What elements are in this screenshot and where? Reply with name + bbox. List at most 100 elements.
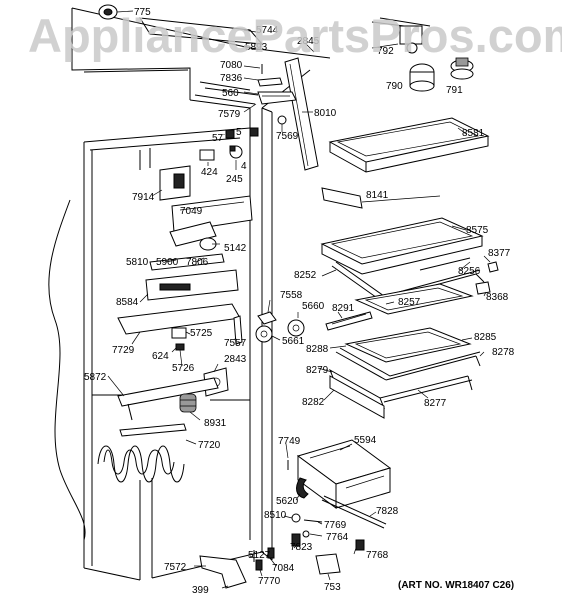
part-7557-roller: [233, 315, 243, 345]
label-7749: 7749: [278, 436, 301, 447]
part-5-clip: [249, 127, 259, 137]
part-8575-shelf: [320, 217, 484, 275]
part-8141: [321, 187, 363, 209]
label-7080: 7080: [220, 60, 243, 71]
label-8581: 8581: [462, 128, 485, 139]
label-8931: 8931: [204, 418, 227, 429]
label-7558: 7558: [280, 290, 303, 301]
part-792-valve: [371, 17, 431, 54]
label-8279: 8279: [306, 365, 329, 376]
label-7770: 7770: [258, 576, 281, 587]
part-7569: [277, 115, 287, 125]
label-5893: 5893: [245, 42, 268, 53]
part-7084: [267, 547, 275, 559]
part-5900-strip: [149, 253, 225, 271]
part-8584-panel: [145, 269, 239, 301]
part-7558-pin: [257, 311, 277, 325]
part-7049-housing: [169, 195, 253, 247]
label-2843: 2843: [224, 354, 247, 365]
part-8010-trim: [284, 57, 319, 171]
part-5726: [175, 343, 185, 351]
part-8285-shelf: [344, 327, 472, 363]
label-5744: 5744: [256, 25, 279, 36]
label-399: 399: [192, 585, 209, 596]
label-8510: 8510: [264, 510, 287, 521]
label-7579: 7579: [218, 109, 241, 120]
part-5594-housing: [296, 439, 392, 509]
part-791: [450, 57, 474, 80]
top-panel: [139, 17, 264, 96]
label-7729: 7729: [112, 345, 135, 356]
label-8285: 8285: [474, 332, 497, 343]
label-5660: 5660: [302, 301, 325, 312]
part-5872-crossbar: [117, 377, 219, 421]
part-7836: [257, 77, 283, 87]
label-8368: 8368: [486, 292, 509, 303]
label-560: 560: [222, 88, 239, 99]
label-5594: 5594: [354, 435, 377, 446]
label-791: 791: [446, 85, 463, 96]
part-7769: [303, 519, 323, 523]
part-7914-housing: [159, 165, 191, 201]
label-7769: 7769: [324, 520, 347, 531]
part-5660-wheel: [287, 319, 305, 337]
label-753: 753: [324, 582, 341, 593]
leader-lines: [107, 10, 491, 589]
part-790-solenoid: [409, 63, 435, 92]
label-5127: 5127: [248, 550, 271, 561]
part-7768-screw: [355, 539, 365, 551]
label-7557: 7557: [224, 338, 247, 349]
part-8282-bracket: [329, 375, 385, 419]
label-57: 57: [212, 133, 224, 144]
part-5725: [171, 327, 187, 339]
label-5810: 5810: [126, 257, 149, 268]
part-8291-strip: [325, 311, 373, 331]
part-57-clip: [225, 129, 235, 139]
part-560-bracket: [257, 91, 297, 105]
part-number-labels: 775 5744 5893 2845 792 7080 7836 790 791…: [84, 7, 515, 596]
label-7572: 7572: [164, 562, 187, 573]
label-2845: 2845: [297, 36, 320, 47]
label-8584: 8584: [116, 297, 139, 308]
label-7569: 7569: [276, 131, 299, 142]
label-8277: 8277: [424, 398, 447, 409]
art-number: (ART NO. WR18407 C26): [398, 580, 515, 591]
part-7572-hinge: [199, 555, 247, 589]
label-5872: 5872: [84, 372, 107, 383]
label-8256: 8256: [458, 266, 481, 277]
part-5620-clip: [296, 477, 309, 499]
label-8288: 8288: [306, 344, 329, 355]
label-5900: 5900: [156, 257, 179, 268]
label-7806: 7806: [186, 257, 209, 268]
label-8377: 8377: [488, 248, 511, 259]
label-5620: 5620: [276, 496, 299, 507]
watermark-logo: AppliancePartsPros.com: [28, 9, 562, 62]
label-8010: 8010: [314, 108, 337, 119]
part-7720-heater: [97, 423, 187, 483]
part-424-switch: [199, 149, 215, 161]
label-7764: 7764: [326, 532, 349, 543]
part-8368-rail: [475, 281, 491, 295]
part-775: [98, 4, 118, 20]
label-8278: 8278: [492, 347, 515, 358]
label-7914: 7914: [132, 192, 155, 203]
label-7084: 7084: [272, 563, 295, 574]
label-4: 4: [241, 161, 247, 172]
label-8282: 8282: [302, 397, 325, 408]
part-7770: [255, 559, 263, 571]
label-5725: 5725: [190, 328, 213, 339]
part-5661-wheel: [255, 325, 273, 343]
label-7823: 7823: [290, 542, 313, 553]
label-5: 5: [236, 127, 242, 138]
label-424: 424: [201, 167, 218, 178]
part-245-thermostat: [229, 145, 243, 159]
part-8581-shelf: [328, 117, 490, 173]
label-7049: 7049: [180, 206, 203, 217]
label-775: 775: [134, 7, 151, 18]
label-7768: 7768: [366, 550, 389, 561]
label-8257: 8257: [398, 297, 421, 308]
part-8278-frame: [335, 347, 481, 381]
label-8141: 8141: [366, 190, 389, 201]
